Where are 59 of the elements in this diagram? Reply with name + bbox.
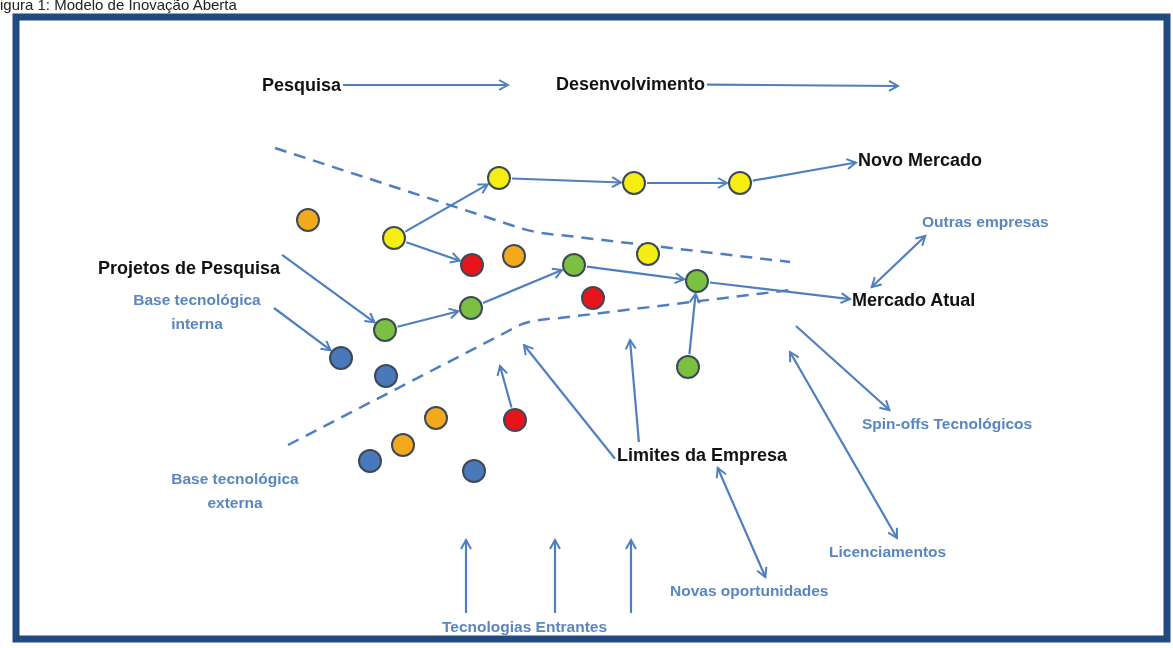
arrow bbox=[460, 539, 472, 613]
project-circle bbox=[502, 244, 526, 268]
label: Base tecnológica externa bbox=[150, 467, 320, 515]
arrow bbox=[715, 467, 768, 578]
project-circle bbox=[581, 286, 605, 310]
arrow bbox=[870, 235, 927, 288]
label: Spin-offs Tecnológicos bbox=[862, 412, 1033, 436]
arrow bbox=[273, 307, 332, 352]
project-circle bbox=[460, 253, 484, 277]
label: Licenciamentos bbox=[829, 540, 947, 564]
label: Tecnologias Entrantes bbox=[442, 615, 608, 639]
project-circle bbox=[685, 269, 709, 293]
project-circle bbox=[391, 433, 415, 457]
project-circle bbox=[382, 226, 406, 250]
arrow bbox=[549, 539, 561, 613]
arrow bbox=[789, 351, 898, 539]
figure-title: igura 1: Modelo de Inovação Aberta bbox=[0, 0, 237, 13]
heading-label: Limites da Empresa bbox=[617, 444, 788, 466]
project-circle bbox=[329, 346, 353, 370]
project-circle bbox=[373, 318, 397, 342]
arrow bbox=[343, 79, 509, 91]
market-label: Novo Mercado bbox=[858, 149, 983, 171]
label: Base tecnológica interna bbox=[122, 288, 272, 336]
project-circle bbox=[562, 253, 586, 277]
project-circle bbox=[296, 208, 320, 232]
arrow bbox=[752, 158, 857, 182]
project-circle bbox=[374, 364, 398, 388]
arrow bbox=[795, 325, 891, 411]
project-circle bbox=[622, 171, 646, 195]
market-label: Mercado Atual bbox=[852, 289, 976, 311]
arrow bbox=[496, 365, 513, 408]
project-circle bbox=[487, 166, 511, 190]
arrow bbox=[523, 344, 616, 460]
project-circle bbox=[424, 406, 448, 430]
arrow bbox=[586, 265, 686, 285]
project-circle bbox=[728, 171, 752, 195]
project-circle bbox=[636, 242, 660, 266]
arrow bbox=[511, 176, 622, 189]
arrow bbox=[647, 177, 728, 189]
project-circle bbox=[676, 355, 700, 379]
arrow bbox=[404, 183, 489, 233]
label: Novas oportunidades bbox=[670, 579, 829, 603]
arrow bbox=[405, 241, 461, 264]
heading-label: Projetos de Pesquisa bbox=[98, 257, 281, 279]
arrow bbox=[624, 339, 640, 443]
arrow bbox=[688, 292, 701, 355]
project-circle bbox=[358, 449, 382, 473]
arrow bbox=[397, 307, 460, 328]
project-circle bbox=[503, 408, 527, 432]
arrow bbox=[482, 267, 563, 304]
arrow bbox=[707, 79, 899, 92]
heading-label: Pesquisa bbox=[262, 74, 342, 96]
project-circle bbox=[459, 296, 483, 320]
heading-label: Desenvolvimento bbox=[556, 73, 706, 95]
arrow bbox=[625, 539, 637, 613]
project-circle bbox=[462, 459, 486, 483]
arrow bbox=[281, 254, 376, 324]
arrow bbox=[709, 281, 851, 304]
label: Outras empresas bbox=[922, 210, 1049, 234]
